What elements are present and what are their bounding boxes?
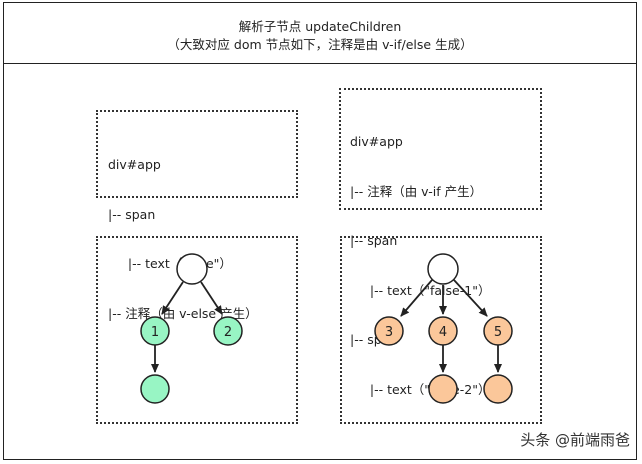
right-edge-root-3	[400, 279, 433, 317]
header-subtitle: （大致对应 dom 节点如下，注释是由 v-if/else 生成）	[167, 37, 473, 52]
right-node-3-label: 3	[385, 325, 393, 340]
right-code-line: |-- text（"false-1"）	[350, 282, 491, 298]
right-node-4	[428, 316, 458, 346]
right-node-4-label: 4	[439, 325, 447, 340]
left-node-2-label: 2	[224, 325, 232, 340]
left-node-1	[140, 316, 170, 346]
right-leaf-node-5	[483, 374, 513, 404]
right-node-5	[483, 316, 513, 346]
right-root-node	[427, 253, 459, 285]
left-tree-box	[96, 236, 298, 424]
right-tree-box	[340, 236, 542, 424]
left-root-node	[176, 253, 208, 285]
header: 解析子节点 updateChildren （大致对应 dom 节点如下，注释是由…	[4, 3, 636, 64]
right-node-5-label: 5	[494, 325, 502, 340]
left-code-line: div#app	[108, 157, 161, 172]
left-node-2	[213, 316, 243, 346]
diagram-frame: 解析子节点 updateChildren （大致对应 dom 节点如下，注释是由…	[3, 2, 637, 460]
right-node-3	[374, 316, 404, 346]
right-leaf-node-4	[428, 374, 458, 404]
right-code-line: div#app	[350, 134, 403, 149]
left-edge-root-1	[161, 281, 184, 315]
left-leaf-node	[140, 374, 170, 404]
header-title: 解析子节点 updateChildren	[238, 19, 402, 34]
right-code-line: |-- 注释（由 v-if 产生）	[350, 183, 483, 199]
left-edge-root-2	[200, 281, 223, 315]
left-node-1-label: 1	[151, 325, 159, 340]
watermark: 头条 @前端雨爸	[520, 431, 630, 449]
right-edge-root-5	[453, 279, 488, 317]
left-code-line: |-- span	[108, 206, 156, 222]
